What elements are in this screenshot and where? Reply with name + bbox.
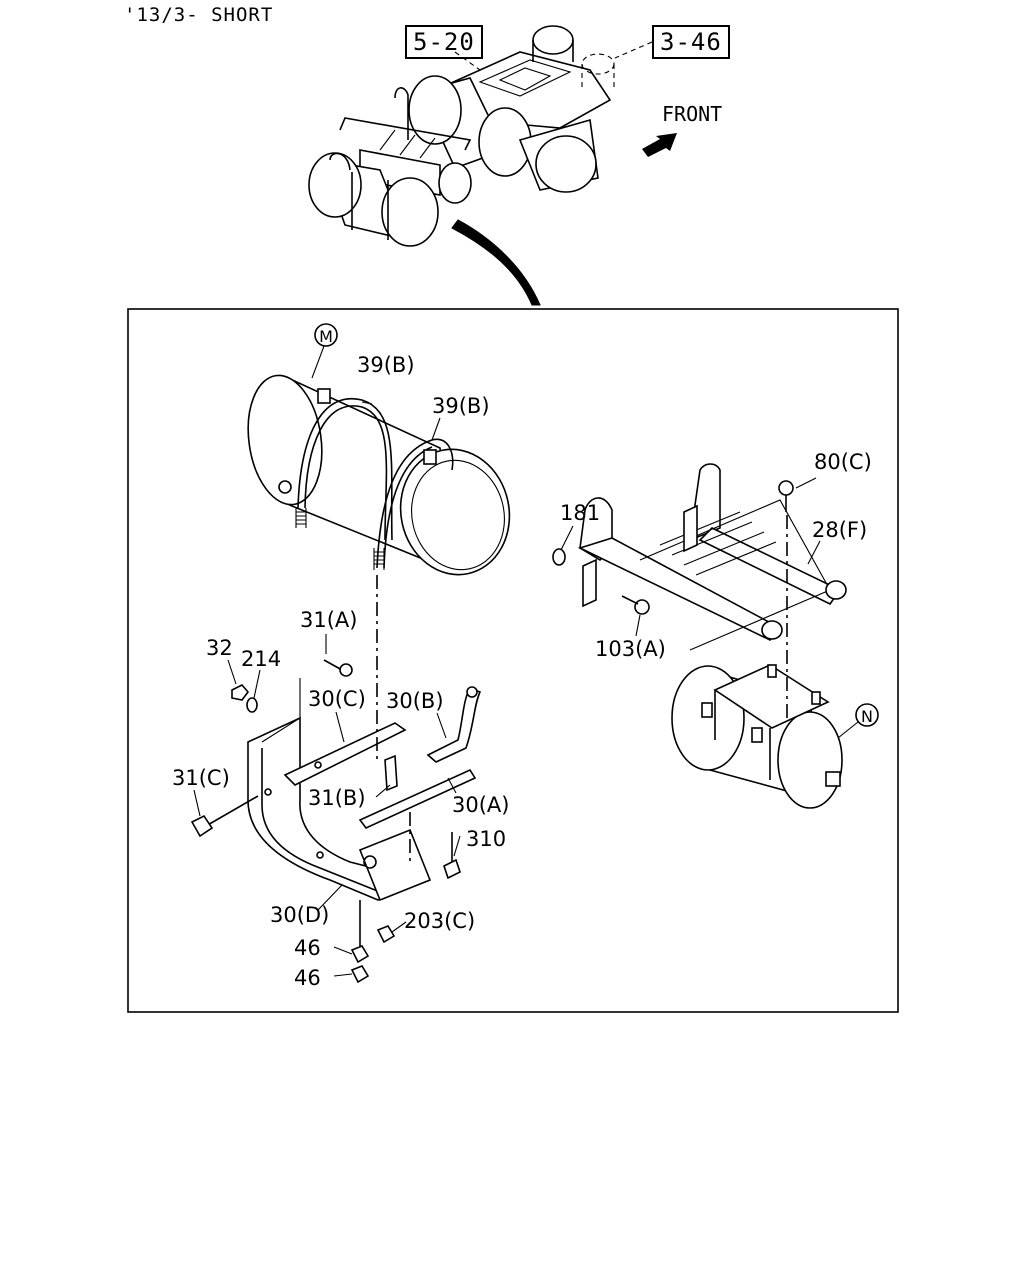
reference-box-5-20[interactable]: 5-20 bbox=[405, 25, 483, 59]
air-tank-n bbox=[671, 664, 843, 809]
circle-marker-m: M bbox=[314, 323, 338, 347]
air-tank-m bbox=[247, 374, 511, 576]
svg-text:N: N bbox=[861, 707, 873, 726]
callout-31c[interactable]: 31(C) bbox=[172, 766, 230, 790]
callout-203c[interactable]: 203(C) bbox=[404, 909, 475, 933]
callout-30a[interactable]: 30(A) bbox=[452, 793, 509, 817]
callout-46[interactable]: 46 bbox=[294, 966, 321, 990]
callout-30d[interactable]: 30(D) bbox=[270, 903, 329, 927]
callout-80c[interactable]: 80(C) bbox=[814, 450, 872, 474]
callout-181[interactable]: 181 bbox=[560, 501, 600, 525]
callout-46[interactable]: 46 bbox=[294, 936, 321, 960]
front-arrow-icon bbox=[642, 133, 677, 157]
bracket-frame-28f bbox=[552, 463, 847, 651]
callout-103a[interactable]: 103(A) bbox=[595, 637, 666, 661]
callout-30c[interactable]: 30(C) bbox=[308, 687, 366, 711]
callout-28f[interactable]: 28(F) bbox=[812, 518, 867, 542]
circle-marker-n: N bbox=[855, 703, 879, 727]
overview-assembly-illustration bbox=[308, 25, 653, 306]
callout-30b[interactable]: 30(B) bbox=[386, 689, 444, 713]
svg-text:M: M bbox=[319, 327, 333, 346]
callout-32[interactable]: 32 bbox=[206, 636, 233, 660]
reference-box-3-46[interactable]: 3-46 bbox=[652, 25, 730, 59]
variant-label: '13/3- SHORT bbox=[124, 4, 274, 26]
detail-frame bbox=[127, 308, 899, 1013]
callout-31a[interactable]: 31(A) bbox=[300, 608, 357, 632]
callout-39b[interactable]: 39(B) bbox=[432, 394, 490, 418]
leader-lines bbox=[193, 345, 859, 977]
fasteners bbox=[190, 659, 461, 984]
callout-310[interactable]: 310 bbox=[466, 827, 506, 851]
lower-bracket-assembly bbox=[247, 686, 482, 902]
front-label: FRONT bbox=[662, 102, 722, 126]
front-direction-indicator: FRONT bbox=[642, 102, 722, 157]
callout-214[interactable]: 214 bbox=[241, 647, 281, 671]
callout-39b[interactable]: 39(B) bbox=[357, 353, 415, 377]
callout-31b[interactable]: 31(B) bbox=[308, 786, 366, 810]
